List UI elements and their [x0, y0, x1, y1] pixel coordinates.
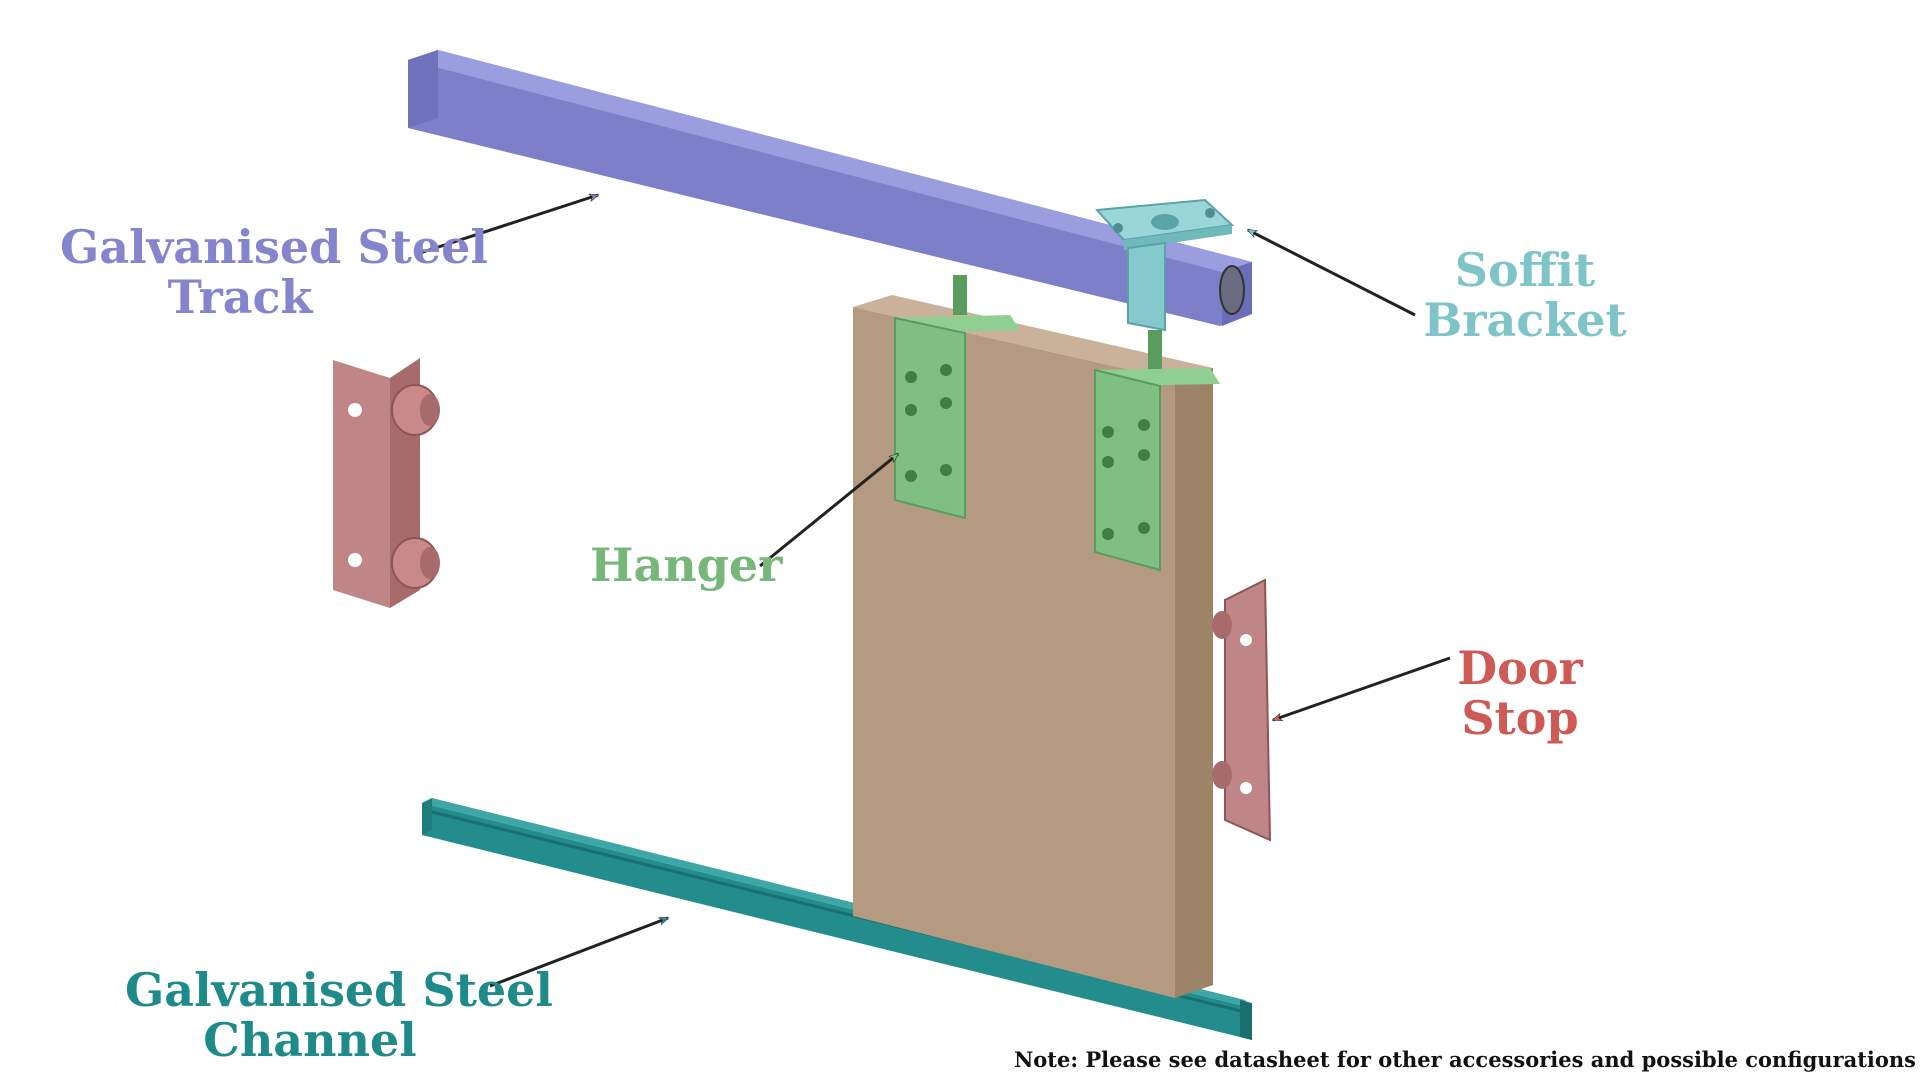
channel-arrow — [489, 916, 668, 988]
track-label-line2: Track — [167, 270, 313, 324]
footnote: Note: Please see datasheet for other acc… — [1014, 1047, 1916, 1072]
channel-label-line1: Galvanised Steel — [125, 963, 553, 1017]
hanger-right — [1094, 330, 1220, 572]
door-stop-label-line1: Door — [1457, 641, 1583, 695]
hanger-label: Hanger — [590, 538, 783, 592]
hanger-left — [894, 275, 1020, 520]
channel-label-line2: Channel — [203, 1013, 417, 1067]
soffit-bracket — [1094, 198, 1245, 332]
door-stop-label: Door Stop — [1455, 643, 1585, 743]
track-arrow — [419, 193, 598, 255]
door-stop-left — [333, 358, 440, 608]
soffit-label: Soffit Bracket — [1420, 245, 1630, 345]
stop-arrow — [1273, 656, 1451, 722]
hanger-label-line1: Hanger — [590, 538, 783, 592]
soffit-arrow — [1248, 228, 1416, 317]
steel-track — [408, 50, 1252, 326]
door-stop-right — [1212, 578, 1272, 842]
soffit-label-line2: Bracket — [1423, 293, 1627, 347]
track-label-line1: Galvanised Steel — [60, 220, 488, 274]
door-stop-label-line2: Stop — [1461, 691, 1579, 745]
hanger-arrow — [759, 452, 898, 568]
track-label: Galvanised Steel Track — [60, 220, 488, 324]
soffit-label-line1: Soffit — [1454, 243, 1596, 297]
channel-label: Galvanised Steel Channel — [125, 963, 553, 1067]
